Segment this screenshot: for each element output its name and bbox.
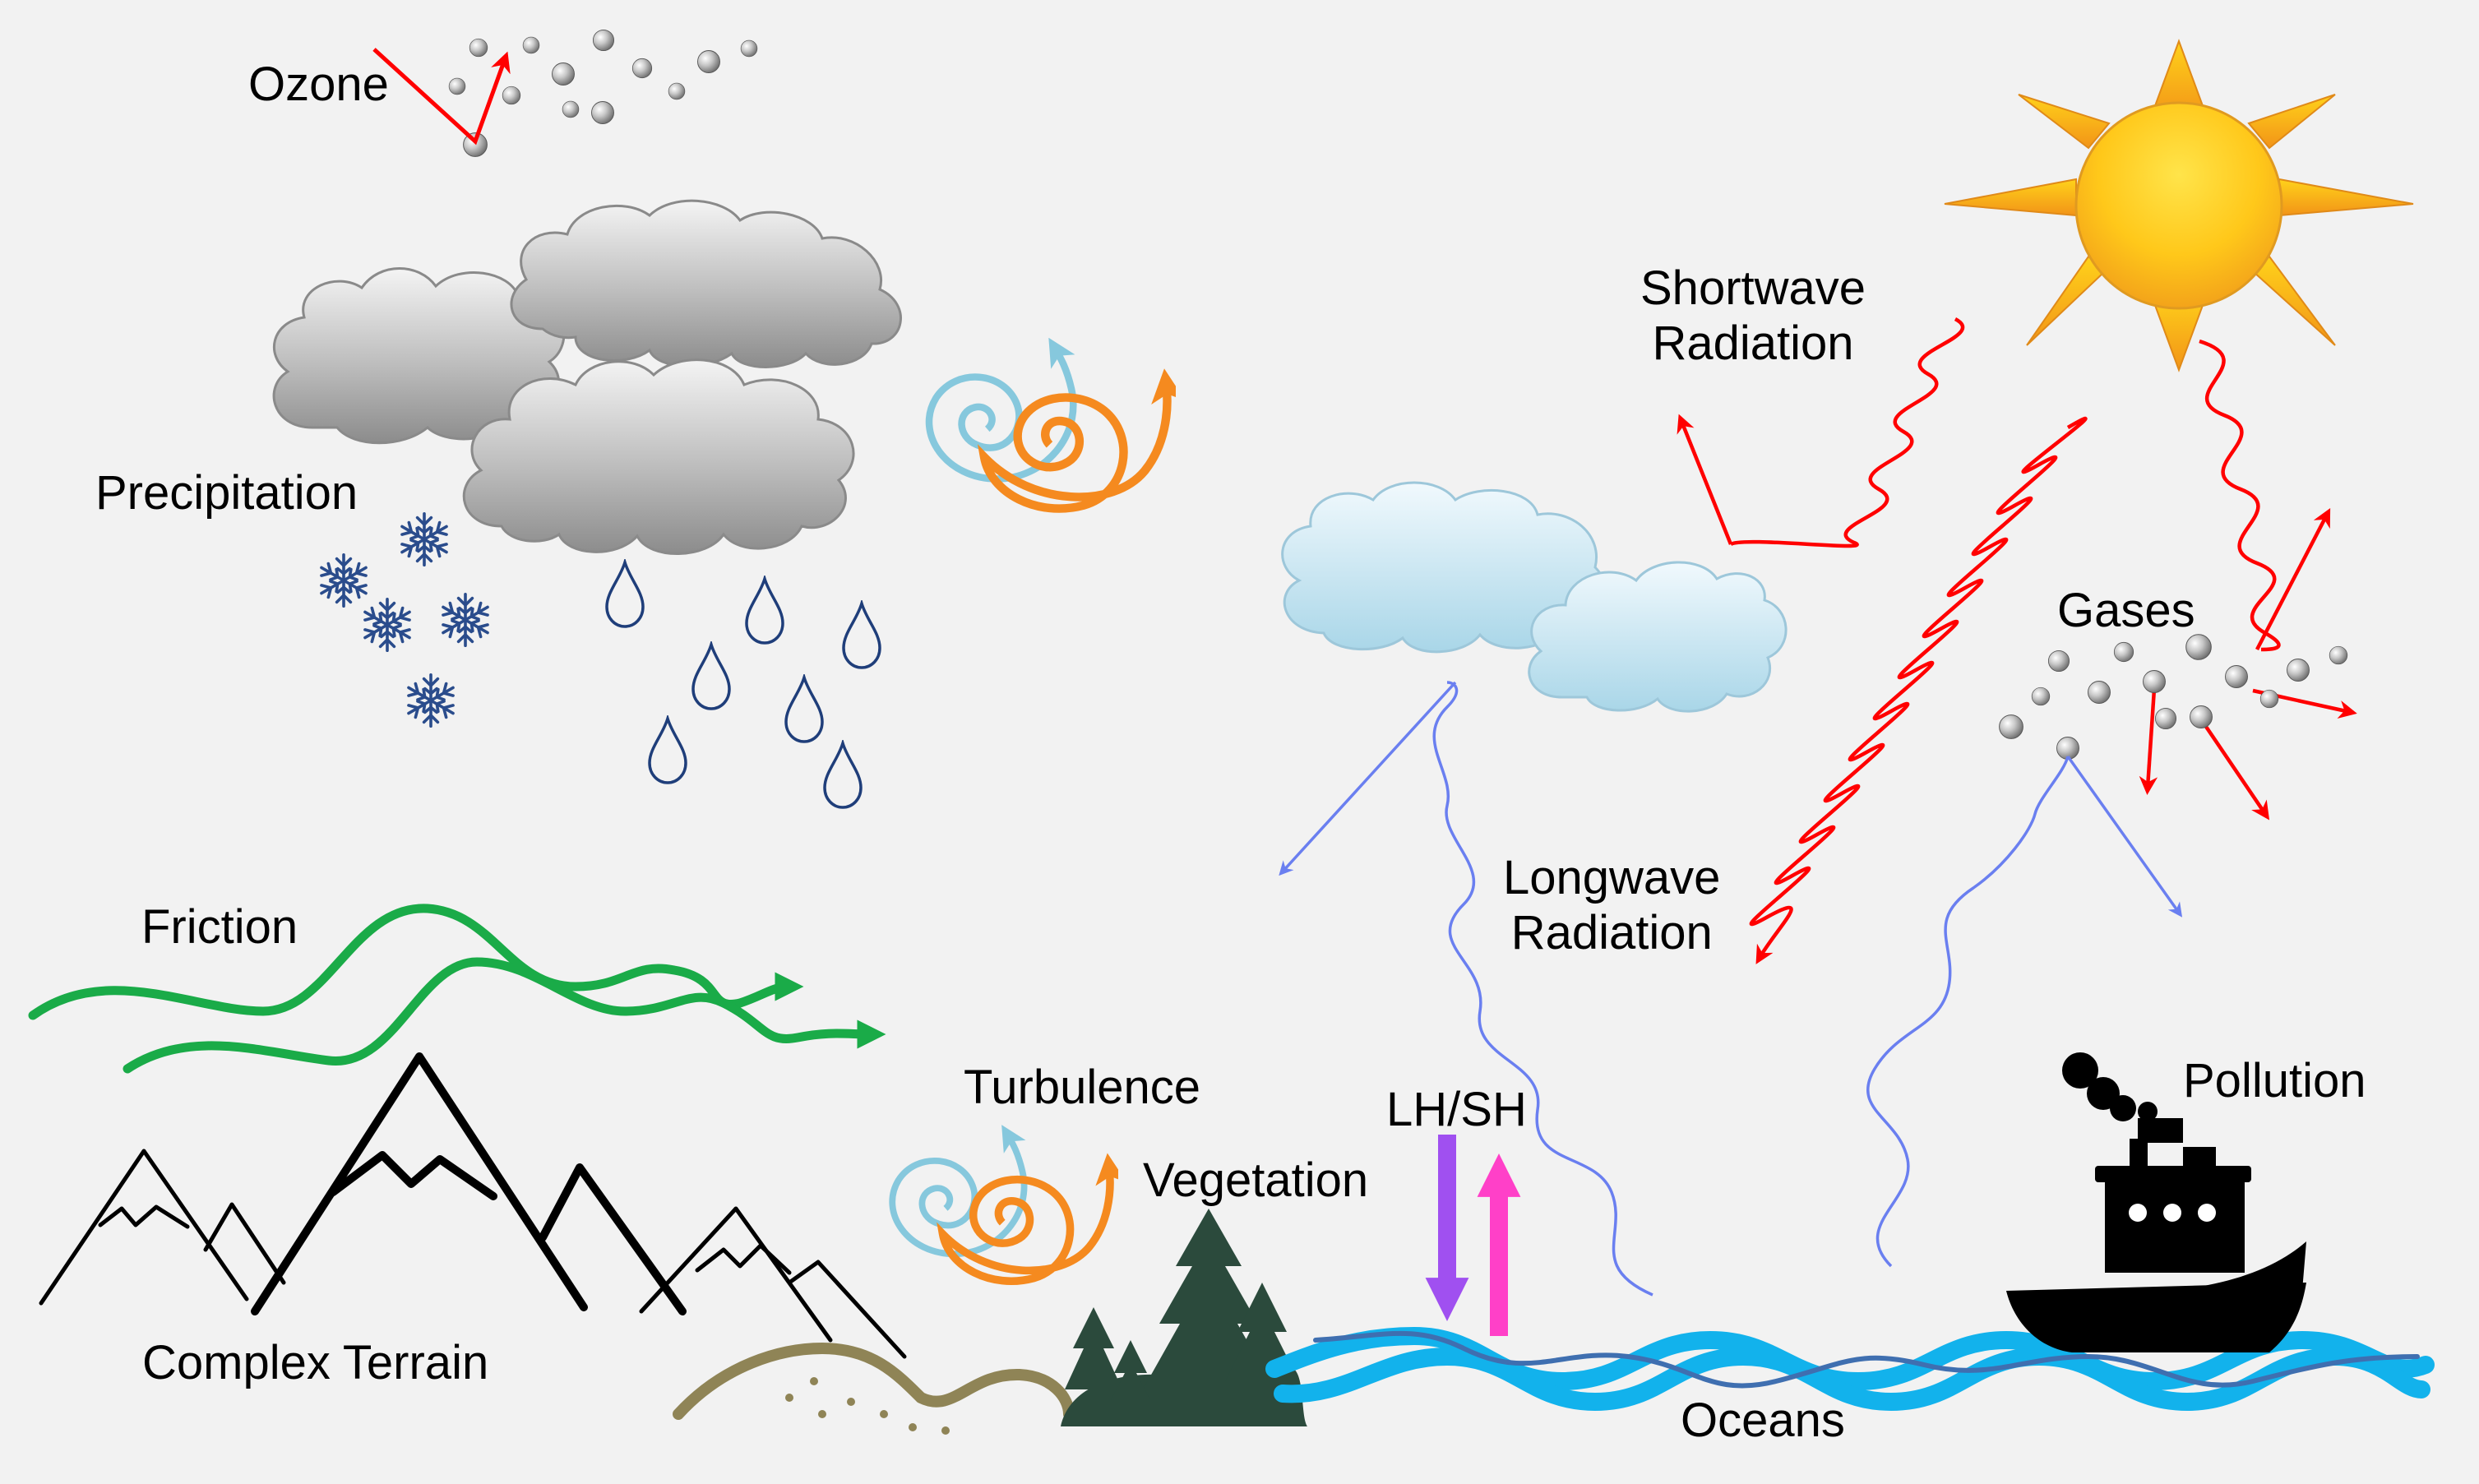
vegetation-label: Vegetation (1143, 1153, 1369, 1207)
white-cloud-icon (1281, 481, 1788, 713)
shortwave-ray-to-cloud (1729, 317, 1965, 548)
sun-icon (1944, 39, 2414, 372)
lh-sh-label: LH/SH (1386, 1083, 1527, 1136)
raindrop-icon (605, 561, 645, 628)
cloud-reflection-arrow (1677, 414, 1733, 545)
longwave-gas-emission-arrow (2066, 755, 2183, 918)
longwave-radiation (1279, 681, 2183, 1297)
turbulence-label: Turbulence (964, 1061, 1201, 1114)
snowflakes (318, 514, 491, 726)
shortwave-ray-to-gases (2199, 339, 2281, 652)
vegetation (1061, 1209, 1307, 1426)
friction-arrow-lower (123, 957, 886, 1074)
longwave-surface-to-gases (1866, 756, 2070, 1268)
lh-sh-fluxes (1425, 1135, 1521, 1336)
shortwave-radiation (1677, 317, 2357, 964)
longwave-cloud-emission-arrow (1279, 681, 1457, 876)
ship-icon (2006, 1052, 2306, 1352)
friction-label: Friction (141, 900, 298, 954)
friction-flow (28, 904, 886, 1074)
snowflake-icon (399, 514, 450, 565)
shortwave-ray-to-surface (1749, 416, 2088, 964)
storm-cloud-icon (272, 199, 902, 555)
gases-label: Gases (2057, 584, 2195, 637)
precipitation-label: Precipitation (95, 466, 358, 520)
gas-scatter-arrow-down (2139, 688, 2158, 795)
complex-terrain-label: Complex Terrain (142, 1336, 489, 1389)
ozone-reflection-arrow (372, 48, 511, 146)
gas-scatter-arrow-downright (2198, 715, 2270, 821)
ozone-label: Ozone (248, 58, 389, 111)
shortwave-radiation-label: Shortwave Radiation (1640, 261, 1866, 370)
longwave-radiation-label: Longwave Radiation (1503, 851, 1721, 959)
raindrops (605, 561, 881, 809)
turbulence-spiral-icon (929, 349, 1167, 508)
pollution-label: Pollution (2183, 1054, 2366, 1107)
tree-icon (1143, 1209, 1274, 1410)
oceans-label: Oceans (1681, 1394, 1845, 1447)
gas-particles (1999, 634, 2348, 760)
longwave-surface-to-cloud (1432, 681, 1653, 1297)
hill (673, 1342, 1075, 1435)
ozone-particles (372, 29, 758, 157)
ozone-particle-icon (469, 38, 488, 58)
complex-terrain (39, 1052, 907, 1359)
mountain-icon (39, 1149, 286, 1306)
gas-scatter-arrow-up (2255, 508, 2331, 651)
gas-particle-icon (2047, 650, 2070, 673)
